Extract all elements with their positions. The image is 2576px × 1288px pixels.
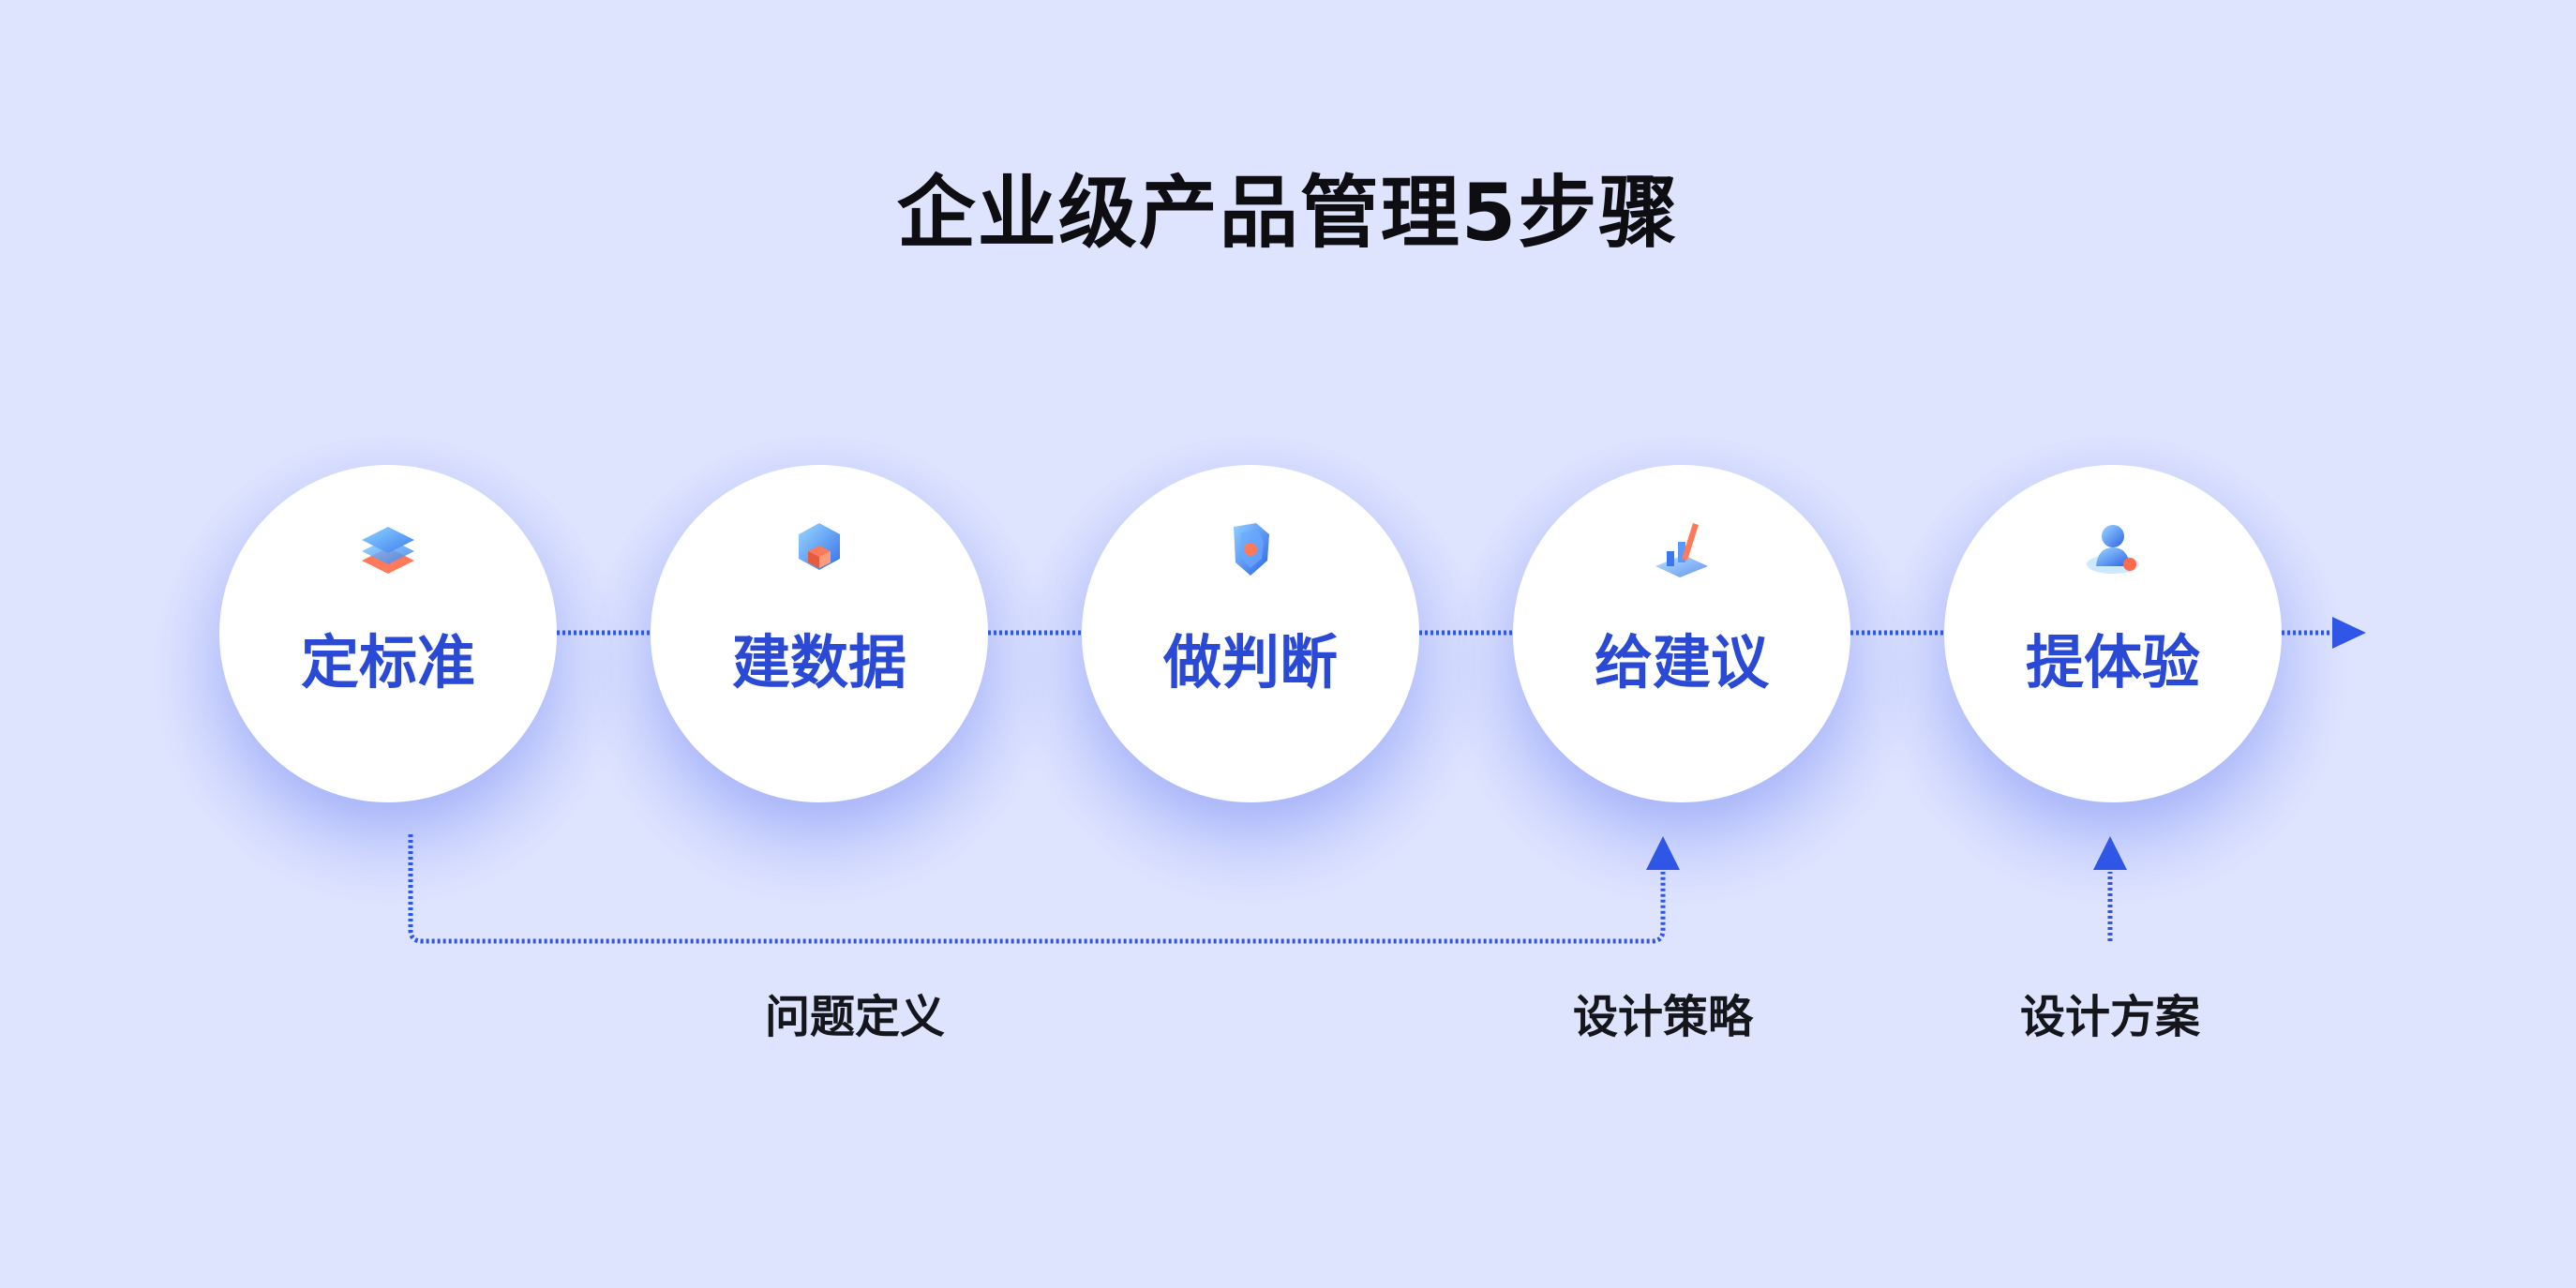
cube-icon (799, 523, 840, 570)
step-circle-experience: 提体验 (1944, 465, 2282, 802)
arrow-head-up (1646, 836, 1680, 870)
step-circle-advice: 给建议 (1513, 465, 1850, 802)
step-circle-data: 建数据 (651, 465, 988, 802)
arrow-head-right (2332, 617, 2366, 649)
shield-icon (1234, 523, 1269, 576)
step-label: 做判断 (1162, 628, 1338, 696)
step-circle-standard: 定标准 (219, 465, 557, 802)
phase-label-problem-definition: 问题定义 (764, 991, 945, 1043)
chart-pencil-icon (1655, 523, 1708, 577)
phase-label-design-solution: 设计方案 (2019, 991, 2200, 1043)
step-label: 给建议 (1594, 628, 1769, 696)
step-label: 定标准 (300, 628, 475, 696)
step-label: 提体验 (2025, 628, 2200, 696)
diagram-title: 企业级产品管理5步骤 (896, 167, 1680, 259)
phase-label-design-strategy: 设计策略 (1572, 991, 1753, 1043)
layers-icon (362, 527, 414, 574)
step-label: 建数据 (731, 628, 906, 696)
step-circle-judgement: 做判断 (1082, 465, 1419, 802)
feedback-line (408, 834, 1666, 944)
user-icon (2087, 525, 2139, 574)
arrow-head-up (2093, 836, 2127, 870)
